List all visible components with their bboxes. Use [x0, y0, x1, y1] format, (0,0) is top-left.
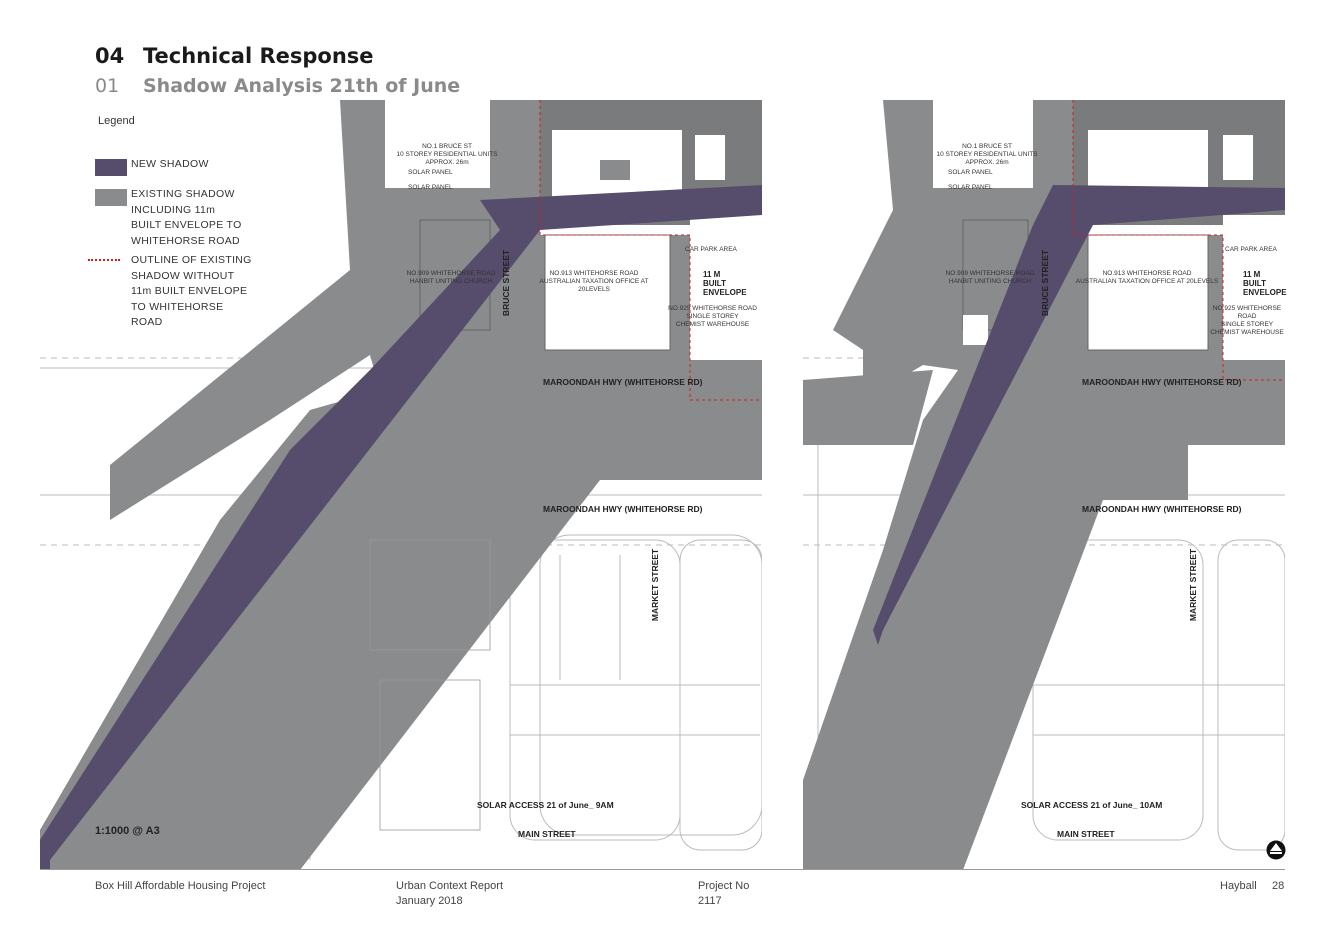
section-number: 04: [95, 44, 125, 68]
footer-project: Box Hill Affordable Housing Project: [95, 880, 266, 892]
footer-date: January 2018: [396, 895, 463, 907]
footer-page-number: 28: [1272, 880, 1285, 892]
panel-caption-10am: SOLAR ACCESS 21 of June_ 10AM: [1021, 800, 1163, 810]
label-no1-bruce-st: NO.1 BRUCE ST 10 STOREY RESIDENTIAL UNIT…: [936, 143, 1038, 166]
label-market-street: MARKET STREET: [1188, 548, 1199, 622]
panel-caption-9am: SOLAR ACCESS 21 of June_ 9AM: [477, 800, 614, 810]
label-solar-panel: SOLAR PANEL: [948, 184, 993, 191]
label-no909: NO.909 WHITEHORSE ROAD HANBIT UNITING CH…: [945, 270, 1035, 285]
label-main-street: MAIN STREET: [518, 829, 576, 839]
label-maroondah: MAROONDAH HWY (WHITEHORSE RD): [1082, 504, 1242, 514]
legend-text-outline: OUTLINE OF EXISTING SHADOW WITHOUT 11m B…: [131, 254, 252, 328]
label-no913: NO.913 WHITEHORSE ROAD AUSTRALIAN TAXATI…: [539, 270, 649, 293]
label-maroondah: MAROONDAH HWY (WHITEHORSE RD): [543, 377, 703, 387]
footer-rule: [40, 869, 1285, 870]
label-solar-panel: SOLAR PANEL: [948, 169, 993, 176]
label-solar-panel: SOLAR PANEL: [408, 169, 453, 176]
label-no909: NO.909 WHITEHORSE ROAD HANBIT UNITING CH…: [406, 270, 496, 285]
shadow-map-9am: [40, 100, 762, 870]
label-bruce-street: BRUCE STREET: [501, 249, 512, 317]
legend-text-new-shadow: NEW SHADOW: [131, 158, 209, 170]
section-title: Technical Response: [143, 44, 374, 68]
label-market-street: MARKET STREET: [650, 548, 661, 622]
sub-title: Shadow Analysis 21th of June: [143, 75, 461, 97]
legend-title: Legend: [98, 115, 135, 127]
label-no925: NO.925 WHITEHORSE ROAD SINGLE STOREY CHE…: [1210, 305, 1284, 336]
legend-swatch-existing-shadow: [95, 189, 127, 206]
label-main-street: MAIN STREET: [1057, 829, 1115, 839]
footer-report: Urban Context Report: [396, 880, 503, 892]
shadow-map-10am: [803, 100, 1285, 870]
label-built-envelope: 11 M BUILT ENVELOPE: [703, 270, 747, 297]
label-solar-panel: SOLAR PANEL: [408, 184, 453, 191]
label-no913: NO.913 WHITEHORSE ROAD AUSTRALIAN TAXATI…: [1075, 270, 1219, 285]
label-no925: NO.925 WHITEHORSE ROAD SINGLE STOREY CHE…: [668, 305, 757, 328]
label-maroondah: MAROONDAH HWY (WHITEHORSE RD): [1082, 377, 1242, 387]
label-built-envelope: 11 M BUILT ENVELOPE: [1243, 270, 1287, 297]
legend-swatch-new-shadow: [95, 159, 127, 176]
label-car-park: CAR PARK AREA: [1225, 246, 1277, 253]
label-bruce-street: BRUCE STREET: [1040, 249, 1051, 317]
label-no1-bruce-st: NO.1 BRUCE ST 10 STOREY RESIDENTIAL UNIT…: [396, 143, 498, 166]
north-arrow-icon: [1266, 840, 1286, 860]
footer-project-no: 2117: [698, 895, 722, 907]
sub-number: 01: [95, 75, 120, 97]
label-maroondah: MAROONDAH HWY (WHITEHORSE RD): [543, 504, 703, 514]
legend-text-existing-shadow: EXISTING SHADOW INCLUDING 11m BUILT ENVE…: [131, 188, 242, 247]
scale-label: 1:1000 @ A3: [95, 825, 160, 837]
label-car-park: CAR PARK AREA: [685, 246, 737, 253]
footer-company: Hayball: [1220, 880, 1257, 892]
footer-project-no-label: Project No: [698, 880, 750, 892]
legend-line-outline: [88, 259, 120, 261]
